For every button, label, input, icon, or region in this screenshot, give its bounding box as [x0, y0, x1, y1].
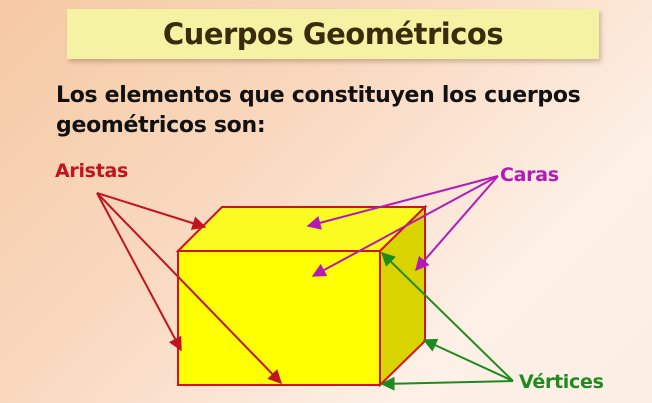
label-vertices: Vértices [519, 371, 604, 393]
arrow-vertice-1 [380, 252, 514, 382]
slide-subtitle: Los elementos que constituyen los cuerpo… [56, 83, 581, 138]
arrow-cara-2 [311, 175, 499, 277]
arrow-vertice-2 [422, 338, 514, 382]
slide-title: Cuerpos Geométricos [162, 17, 504, 51]
label-caras: Caras [500, 164, 559, 186]
label-aristas: Aristas [55, 160, 129, 182]
title-box: Cuerpos Geométricos [67, 9, 599, 59]
arrow-arista-1 [96, 192, 207, 230]
arrow-arista-2 [96, 192, 182, 352]
vertices-arrows [380, 252, 514, 391]
aristas-arrows [96, 192, 282, 385]
arrow-vertice-3 [380, 376, 514, 391]
arrow-arista-3 [96, 192, 282, 385]
arrow-cara-3 [415, 175, 499, 272]
prism-front-face [177, 250, 381, 386]
caras-arrows [306, 175, 499, 277]
arrow-cara-1 [306, 175, 499, 230]
